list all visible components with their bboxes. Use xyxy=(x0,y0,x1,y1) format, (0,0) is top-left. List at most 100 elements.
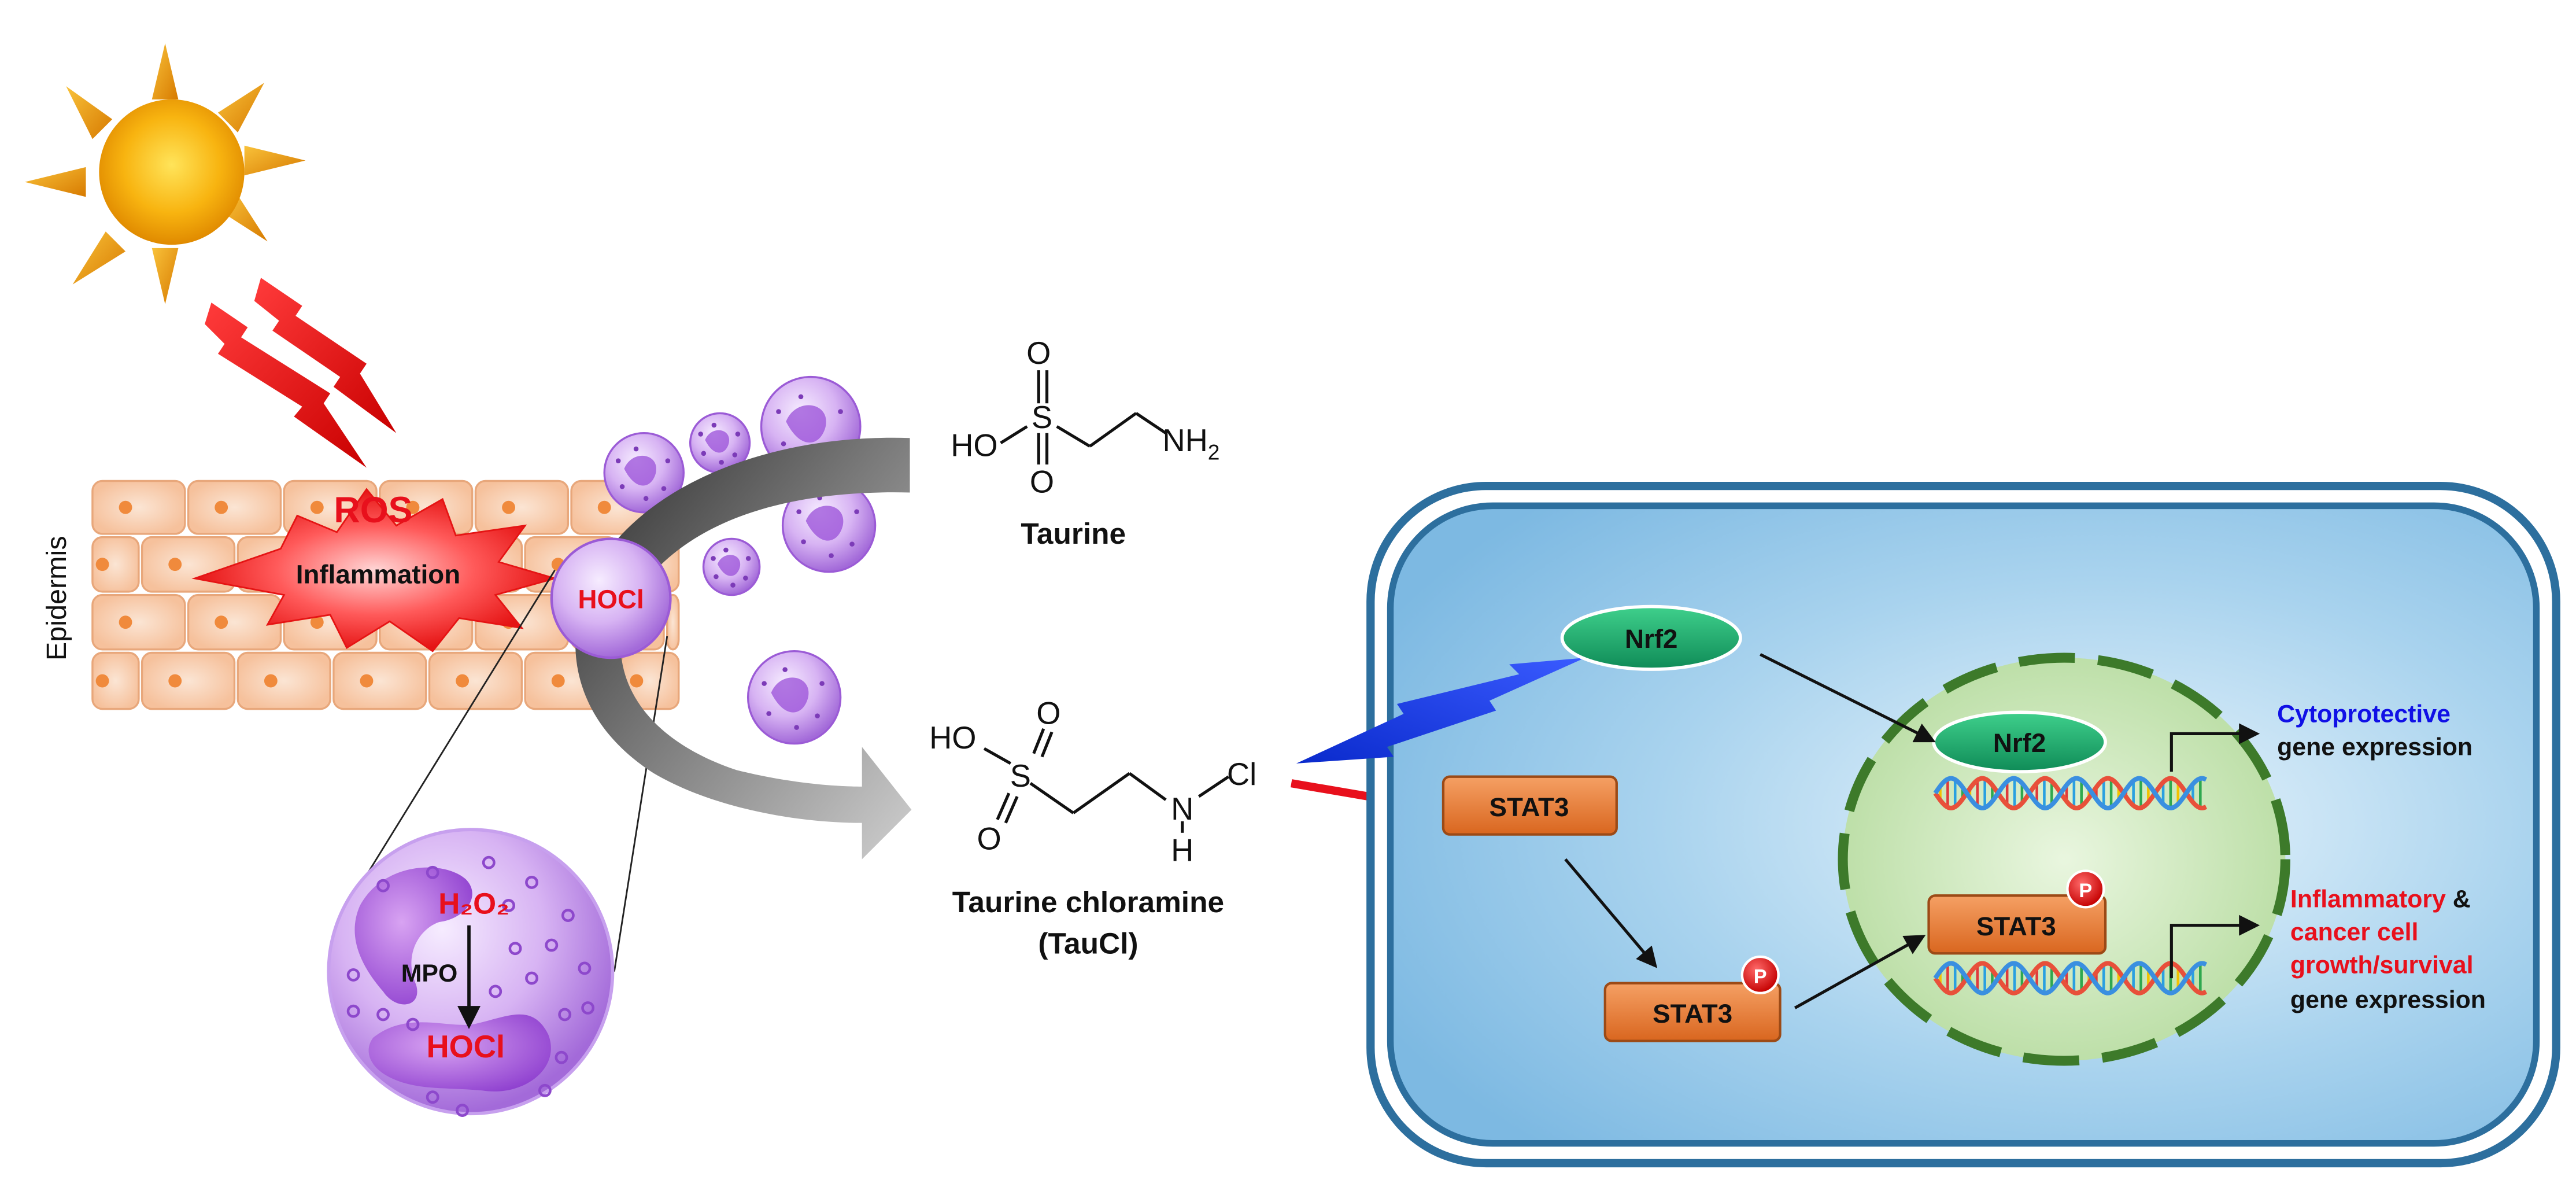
taucl-name: Taurine chloramine xyxy=(952,885,1224,919)
stat3-phos-box xyxy=(1603,982,1782,1042)
cancer-cell-label: cancer cell xyxy=(2290,918,2418,946)
taurine-s: S xyxy=(1032,400,1052,435)
cell-nucleus-dot xyxy=(310,615,324,629)
granule xyxy=(578,961,592,975)
hocl-neutrophil xyxy=(550,537,672,659)
granule xyxy=(581,1001,595,1015)
cell-nucleus-dot xyxy=(360,674,374,688)
taurine-structure xyxy=(1000,370,1167,464)
granule xyxy=(561,909,575,923)
epidermal-cell xyxy=(332,651,427,710)
taucl-ho: HO xyxy=(929,721,976,755)
taucl-o-top: O xyxy=(1036,696,1060,731)
granule xyxy=(376,879,390,893)
phospho-badge-1 xyxy=(1740,955,1780,994)
taurine-o-bottom: O xyxy=(1030,465,1054,500)
epidermal-cell xyxy=(91,593,186,651)
zoom-line-left xyxy=(359,569,556,886)
granule xyxy=(456,1104,470,1117)
taucl-cl: Cl xyxy=(1227,757,1256,792)
neutrophil xyxy=(702,537,761,596)
cell-nucleus-dot xyxy=(95,674,109,688)
dna-helix-nrf2 xyxy=(1933,776,2208,810)
epidermis-label: Epidermis xyxy=(41,536,72,661)
gene-expression-label-2: gene expression xyxy=(2290,986,2486,1014)
granule xyxy=(406,1017,420,1031)
cell-nucleus-dot xyxy=(456,674,470,688)
cell-nucleus-dot xyxy=(630,674,644,688)
cell-nucleus-dot xyxy=(215,500,228,514)
epidermal-cell xyxy=(91,536,140,593)
granule xyxy=(426,865,439,879)
cell-nucleus-dot xyxy=(168,558,182,571)
epidermal-cell xyxy=(187,593,282,651)
granule xyxy=(525,971,538,985)
cell-nucleus-dot xyxy=(264,674,278,688)
taucl-o-bottom: O xyxy=(977,821,1001,856)
epidermal-cell xyxy=(141,651,236,710)
epidermal-cell xyxy=(187,480,282,535)
nrf2-cytoplasm-label: Nrf2 xyxy=(1625,624,1677,654)
gene-expression-label-1: gene expression xyxy=(2277,733,2472,761)
hocl-detail-label: HOCl xyxy=(427,1030,505,1064)
cell-nucleus-dot xyxy=(406,500,420,514)
granule xyxy=(346,1004,360,1018)
inflammation-label: Inflammation xyxy=(296,560,460,589)
cell-nucleus-dot xyxy=(551,674,565,688)
taurine-ho: HO xyxy=(951,429,997,463)
cell-nucleus-dot xyxy=(597,500,611,514)
cell-nucleus-dot xyxy=(215,615,228,629)
neutrophil xyxy=(689,412,751,474)
epidermal-cell xyxy=(91,480,186,535)
granule xyxy=(502,899,515,912)
cell-nucleus-dot xyxy=(119,615,132,629)
cell-nucleus-dot xyxy=(119,500,132,514)
inflammatory-label: Inflammatory & xyxy=(2290,885,2471,913)
taurine-nh2: NH2 xyxy=(1162,423,1219,464)
cytoprotective-label: Cytoprotective xyxy=(2277,700,2451,728)
granule xyxy=(558,1008,572,1022)
stat3-box xyxy=(1442,775,1618,836)
activation-bolt-icon xyxy=(1296,658,1585,764)
taucl-s: S xyxy=(1010,759,1031,794)
zoom-line-right xyxy=(613,636,668,972)
granule xyxy=(545,938,559,952)
taucl-h: H xyxy=(1171,833,1193,868)
stat3-phos-label: STAT3 xyxy=(1653,999,1732,1028)
epidermal-cell xyxy=(91,651,140,710)
growth-survival-label: growth/survival xyxy=(2290,952,2474,979)
granule xyxy=(346,968,360,982)
conversion-arrow xyxy=(575,437,912,860)
neutrophil xyxy=(746,650,842,745)
ros-label: ROS xyxy=(334,490,412,530)
granule xyxy=(426,1090,439,1104)
granule xyxy=(538,1083,552,1097)
stat3-label: STAT3 xyxy=(1489,792,1569,822)
granule xyxy=(508,942,522,956)
epidermal-cell xyxy=(474,480,570,535)
stat3-nucleus-label: STAT3 xyxy=(1976,912,2056,941)
granule xyxy=(489,984,502,998)
uv-bolt-icon xyxy=(205,278,397,468)
taucl-n: N xyxy=(1171,792,1193,827)
neutrophil xyxy=(781,478,877,573)
granule xyxy=(525,876,538,889)
granule xyxy=(376,1008,390,1022)
taurine-name: Taurine xyxy=(1021,517,1126,550)
phospho-label-2: P xyxy=(2079,880,2092,902)
nrf2-cytoplasm xyxy=(1560,604,1742,671)
mpo-label: MPO xyxy=(401,960,458,987)
nrf2-nucleus-label: Nrf2 xyxy=(1993,728,2046,758)
phospho-badge-2 xyxy=(2066,869,2105,909)
dna-helix-stat3 xyxy=(1933,961,2208,995)
granule xyxy=(482,856,496,869)
taucl-abbr: (TauCl) xyxy=(1038,926,1138,960)
taurine-o-top: O xyxy=(1026,336,1051,371)
stat3-nucleus-box xyxy=(1927,894,2107,955)
cell-nucleus-dot xyxy=(95,558,109,571)
granule xyxy=(555,1050,568,1064)
cell-nucleus-dot xyxy=(502,500,515,514)
h2o2-label: H₂O₂ xyxy=(438,887,509,920)
cell-nucleus-dot xyxy=(310,500,324,514)
neutrophil xyxy=(603,432,685,514)
